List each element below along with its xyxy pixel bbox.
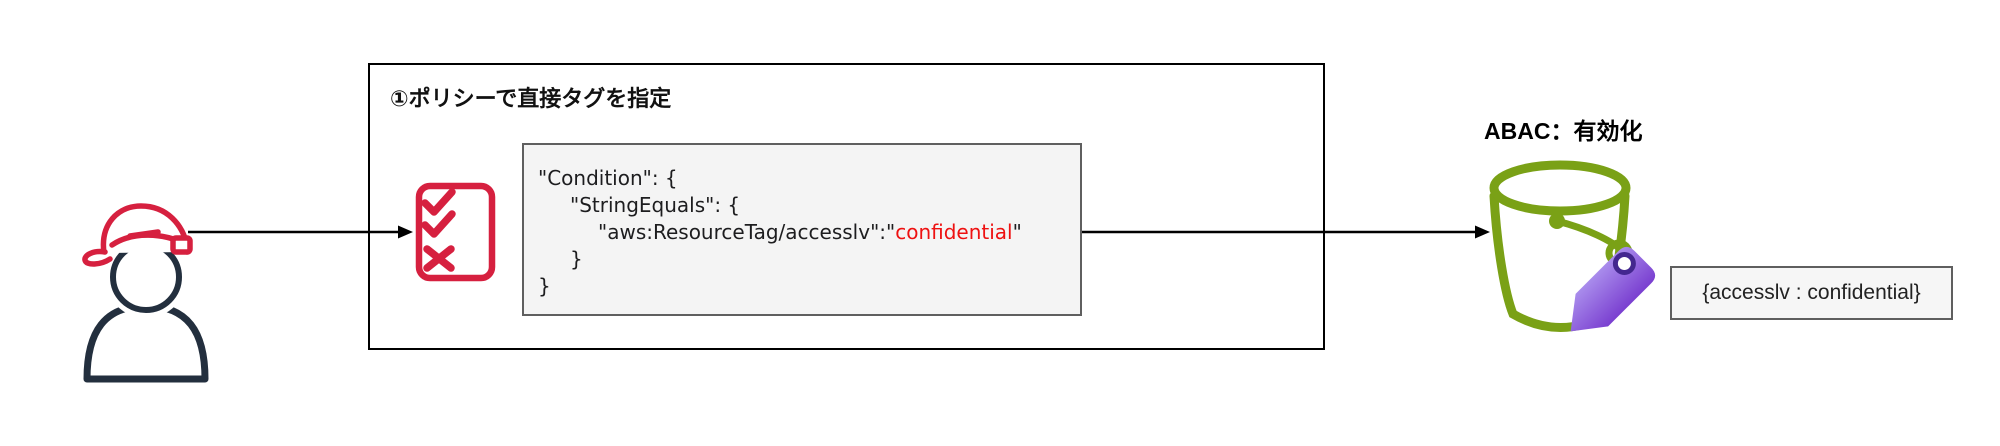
bucket-tag-text: {accesslv : confidential} <box>1702 281 1921 304</box>
highlighted-tag-value: confidential <box>895 220 1013 244</box>
arrow-user-to-policy-icon <box>188 225 413 239</box>
code-text: "StringEquals": { <box>570 193 741 217</box>
user-head <box>110 241 182 313</box>
code-text: "Condition": { <box>538 166 678 190</box>
bucket-handle <box>1553 217 1625 254</box>
policy-step-box: ①ポリシーで直接タグを指定 <box>368 63 1325 350</box>
code-text: } <box>538 274 551 298</box>
hardhat-ridge <box>127 229 161 239</box>
bucket-handle-pivot <box>1549 213 1565 229</box>
code-line: "StringEquals": { <box>538 192 1068 219</box>
checkmark-icon <box>421 210 456 238</box>
hardhat-icon <box>82 203 193 267</box>
x-mark-icon <box>423 245 455 272</box>
checkmark-icon <box>421 188 456 216</box>
bucket-tag-label: {accesslv : confidential} <box>1670 266 1953 320</box>
step-title: ①ポリシーで直接タグを指定 <box>390 86 672 111</box>
hardhat-visor <box>82 248 113 267</box>
abac-status-label: ABAC：有効化 <box>1484 118 1643 144</box>
user-with-hardhat-icon <box>82 203 209 383</box>
bucket-rim <box>1489 160 1631 216</box>
code-text: } <box>570 247 583 271</box>
arrow-head <box>1475 225 1490 239</box>
arrow-policy-to-bucket-icon <box>1082 225 1490 239</box>
code-text: "aws:ResourceTag/accesslv":" <box>598 220 896 244</box>
tag-hole <box>1612 251 1636 275</box>
code-line: } <box>538 246 1068 273</box>
s3-bucket-icon <box>1489 160 1656 332</box>
hardhat-buckle <box>170 235 193 255</box>
code-line: } <box>538 273 1068 300</box>
policy-checklist-icon <box>415 182 496 282</box>
code-line: "Condition": { <box>538 165 1068 192</box>
arrow-head <box>398 225 413 239</box>
policy-condition-code: "Condition": { "StringEquals": { "aws:Re… <box>522 143 1082 316</box>
code-line: "aws:ResourceTag/accesslv":"confidential… <box>538 219 1068 246</box>
tag-icon <box>1570 246 1656 332</box>
code-text: " <box>1012 220 1022 244</box>
